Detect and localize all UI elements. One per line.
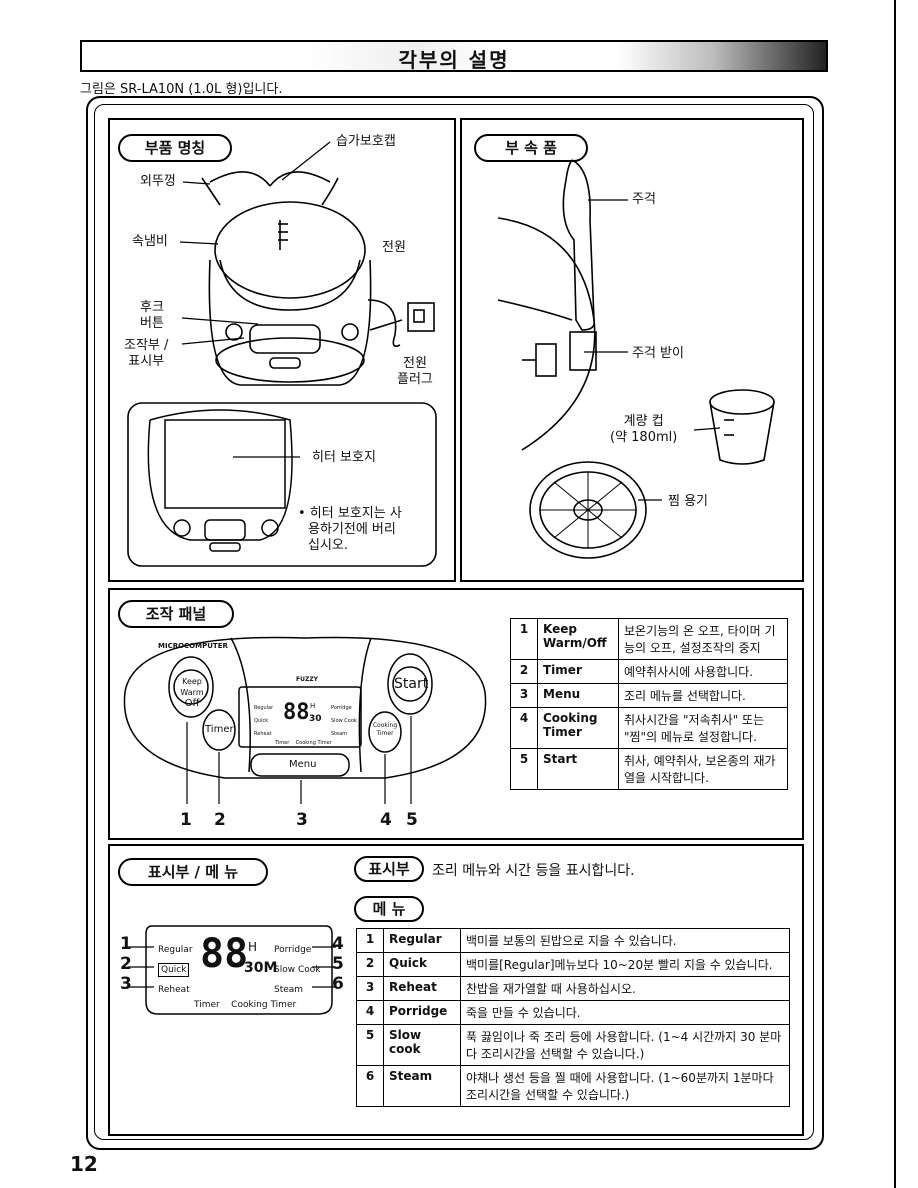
timer-button[interactable]: Timer bbox=[205, 724, 234, 735]
heater-protector-label: 히터 보호지 bbox=[312, 450, 376, 465]
callout-left-2: 2 bbox=[120, 954, 132, 974]
inner-pot-label: 속냄비 bbox=[132, 234, 168, 249]
menu-button[interactable]: Menu bbox=[289, 759, 317, 770]
steam-basket-label: 찜 용기 bbox=[668, 494, 709, 509]
display-h: H bbox=[248, 940, 258, 954]
control-panel-heading: 조작 패널 bbox=[118, 600, 234, 628]
page-number: 12 bbox=[70, 1152, 98, 1176]
callout-4: 4 bbox=[380, 810, 392, 830]
control-panel-illustration bbox=[123, 636, 487, 804]
accessories-heading: 부 속 품 bbox=[474, 134, 588, 162]
section-title-bar: 각부의 설명 bbox=[80, 40, 828, 72]
callout-right-4: 4 bbox=[332, 934, 344, 954]
ladle-label: 주걱 bbox=[632, 192, 656, 207]
right-edge-line bbox=[894, 0, 896, 1188]
ladle-holder-label: 주걱 받이 bbox=[632, 346, 684, 361]
outer-frame bbox=[86, 96, 824, 1150]
model-caption: 그림은 SR-LA10N (1.0L 형)입니다. bbox=[80, 82, 283, 97]
mini-display-h: H bbox=[310, 702, 316, 710]
display-description: 조리 메뉴와 시간 등을 표시합니다. bbox=[432, 863, 635, 879]
control-panel-section bbox=[108, 588, 804, 840]
display-illustration bbox=[128, 925, 336, 1015]
brand-label: FUZZY bbox=[296, 676, 319, 683]
display-bottom-labels: Timer Cooking Timer bbox=[194, 1000, 297, 1010]
outer-lid-label: 외뚜껑 bbox=[140, 174, 176, 189]
display-digits: 88 bbox=[200, 931, 249, 977]
callout-5: 5 bbox=[406, 810, 418, 830]
callout-right-6: 6 bbox=[332, 974, 344, 994]
inner-frame bbox=[94, 104, 814, 1140]
mini-display-digits: 88 bbox=[283, 700, 310, 725]
control-display-label: 조작부 /표시부 bbox=[124, 338, 169, 369]
menu-pill: 메 뉴 bbox=[354, 896, 424, 922]
callout-right-5: 5 bbox=[332, 954, 344, 974]
callout-2: 2 bbox=[214, 810, 226, 830]
microcomputer-label: MICROCOMPUTER bbox=[158, 642, 228, 650]
display-left-labels: Regular Quick Reheat bbox=[158, 945, 193, 995]
callout-1: 1 bbox=[180, 810, 192, 830]
display-right-labels: Porridge Slow Cook Steam bbox=[274, 945, 321, 995]
page-title: 각부의 설명 bbox=[398, 48, 510, 72]
display-menu-section bbox=[108, 844, 804, 1136]
measuring-cup-label: 계량 컵(약 180ml) bbox=[610, 414, 678, 445]
accessories-illustration bbox=[497, 159, 775, 559]
power-label: 전원 bbox=[382, 240, 406, 255]
mini-display-30: 30 bbox=[309, 714, 322, 724]
callout-left-1: 1 bbox=[120, 934, 132, 954]
parts-panel bbox=[108, 118, 456, 582]
display-menu-heading: 표시부 / 메 뉴 bbox=[118, 858, 268, 886]
callout-left-3: 3 bbox=[120, 974, 132, 994]
display-pill: 표시부 bbox=[354, 856, 424, 882]
rice-cooker-illustration bbox=[127, 141, 437, 567]
parts-heading: 부품 명칭 bbox=[118, 134, 232, 162]
display-30m: 30M bbox=[244, 960, 278, 976]
steam-cap-label: 습가보호캡 bbox=[336, 134, 396, 149]
start-button[interactable]: Start bbox=[394, 676, 429, 692]
callout-3: 3 bbox=[296, 810, 308, 830]
mini-display-bottom: Timer Cooking Timer bbox=[275, 740, 332, 746]
accessories-panel bbox=[460, 118, 804, 582]
